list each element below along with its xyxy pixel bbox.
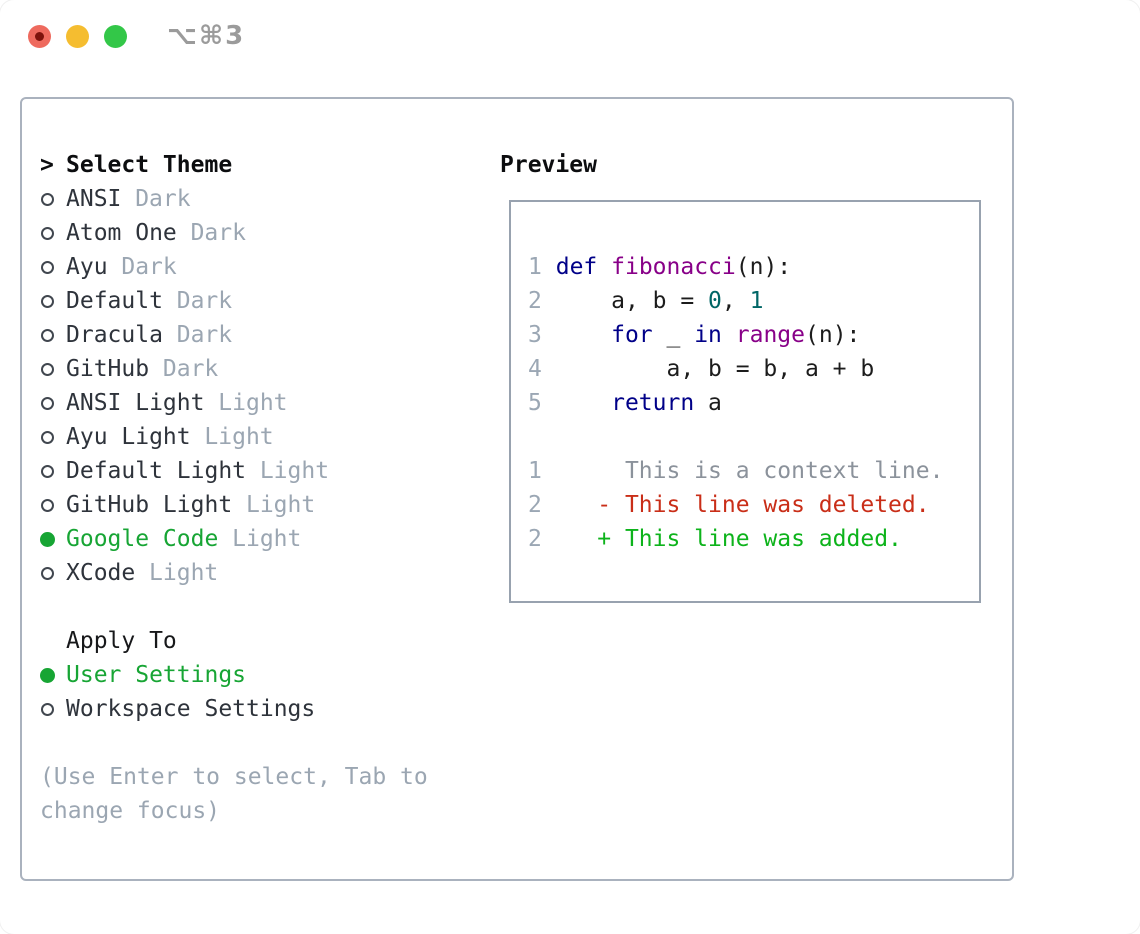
apply-to-header: Apply To <box>40 624 480 658</box>
apply-option-label: User Settings <box>66 662 247 688</box>
select-theme-label: Select Theme <box>66 152 233 178</box>
keyboard-hint: (Use Enter to select, Tab to change focu… <box>40 764 428 824</box>
zoom-button[interactable] <box>104 25 127 48</box>
theme-variant-label: Light <box>218 390 288 416</box>
theme-option-ansi[interactable]: ANSI Dark <box>40 182 480 216</box>
apply-to-label: Apply To <box>66 628 177 654</box>
radio-unselected-icon <box>40 454 66 488</box>
code-line-8: 2 - This line was deleted. <box>528 492 930 518</box>
theme-option-xcode[interactable]: XCode Light <box>40 556 480 590</box>
code-line-7: 1 This is a context line. <box>528 458 944 484</box>
theme-option-github[interactable]: GitHub Dark <box>40 352 480 386</box>
traffic-lights <box>28 25 127 48</box>
code-line-6 <box>528 420 979 454</box>
theme-option-label: Google Code <box>66 526 219 552</box>
radio-unselected-icon <box>40 250 66 284</box>
theme-option-label: GitHub Light <box>66 492 233 518</box>
theme-variant-label: Dark <box>121 254 177 280</box>
theme-variant-label: Dark <box>190 220 246 246</box>
select-theme-header: > Select Theme <box>40 148 480 182</box>
preview-title: Preview <box>500 152 597 178</box>
radio-unselected-icon <box>40 420 66 454</box>
theme-option-label: XCode <box>66 560 136 586</box>
theme-variant-label: Dark <box>176 288 233 314</box>
apply-option-label: Workspace Settings <box>66 696 316 722</box>
radio-unselected-icon <box>40 386 66 420</box>
theme-option-label: GitHub <box>66 356 150 382</box>
radio-unselected-icon <box>40 556 66 590</box>
window-title: ⌥⌘3 <box>167 21 246 51</box>
code-line-3: 3 for _ in range(n): <box>528 322 861 348</box>
radio-unselected-icon <box>40 284 66 318</box>
radio-selected-icon <box>40 522 66 556</box>
theme-variant-label: Dark <box>176 322 233 348</box>
theme-option-ansi-light[interactable]: ANSI Light Light <box>40 386 480 420</box>
theme-option-google-code[interactable]: Google Code Light <box>40 522 480 556</box>
close-button[interactable] <box>28 25 51 48</box>
titlebar: ⌥⌘3 <box>0 0 1140 72</box>
theme-option-atom-one[interactable]: Atom One Dark <box>40 216 480 250</box>
code-line-5: 5 return a <box>528 390 722 416</box>
preview-box: 1 def fibonacci(n): 2 a, b = 0, 1 3 for _ … <box>509 200 981 603</box>
apply-option-workspace-settings[interactable]: Workspace Settings <box>40 692 480 726</box>
theme-option-default[interactable]: Default Dark <box>40 284 480 318</box>
theme-variant-label: Dark <box>162 356 219 382</box>
code-line-9: 2 + This line was added. <box>528 526 902 552</box>
theme-option-label: ANSI <box>66 186 122 212</box>
radio-unselected-icon <box>40 692 66 726</box>
radio-unselected-icon <box>40 352 66 386</box>
code-line-1: 1 def fibonacci(n): <box>528 254 792 280</box>
code-preview: 1 def fibonacci(n): 2 a, b = 0, 1 3 for _ … <box>511 202 979 556</box>
theme-option-default-light[interactable]: Default Light Light <box>40 454 480 488</box>
theme-option-label: Default <box>66 288 163 314</box>
edited-indicator-dot <box>35 32 44 41</box>
theme-option-label: Ayu <box>66 254 108 280</box>
apply-option-user-settings[interactable]: User Settings <box>40 658 480 692</box>
theme-option-label: Ayu Light <box>66 424 191 450</box>
theme-option-dracula[interactable]: Dracula Dark <box>40 318 480 352</box>
radio-selected-icon <box>40 658 66 692</box>
theme-option-ayu[interactable]: Ayu Dark <box>40 250 480 284</box>
theme-variant-label: Light <box>232 526 302 552</box>
focus-caret: > <box>40 152 54 178</box>
theme-option-label: ANSI Light <box>66 390 205 416</box>
theme-variant-label: Light <box>149 560 219 586</box>
theme-option-label: Dracula <box>66 322 163 348</box>
theme-variant-label: Light <box>259 458 330 484</box>
theme-option-label: Default Light <box>66 458 247 484</box>
radio-unselected-icon <box>40 318 66 352</box>
minimize-button[interactable] <box>66 25 89 48</box>
code-line-2: 2 a, b = 0, 1 <box>528 288 764 314</box>
theme-variant-label: Light <box>245 492 316 518</box>
radio-unselected-icon <box>40 488 66 522</box>
theme-option-github-light[interactable]: GitHub Light Light <box>40 488 480 522</box>
theme-variant-label: Light <box>204 424 274 450</box>
theme-option-label: Atom One <box>66 220 177 246</box>
theme-option-ayu-light[interactable]: Ayu Light Light <box>40 420 480 454</box>
theme-variant-label: Dark <box>135 186 191 212</box>
radio-unselected-icon <box>40 182 66 216</box>
radio-unselected-icon <box>40 216 66 250</box>
code-line-4: 4 a, b = b, a + b <box>528 356 875 382</box>
